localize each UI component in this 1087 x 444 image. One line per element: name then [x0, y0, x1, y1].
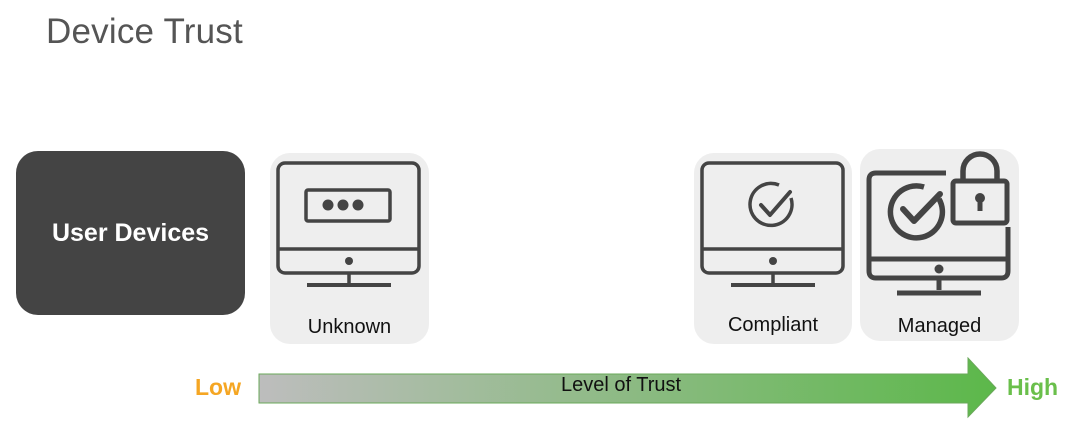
device-card-compliant: Compliant	[694, 153, 852, 344]
device-card-unknown: Unknown	[270, 153, 429, 344]
monitor-check-lock-icon	[866, 151, 1011, 296]
user-devices-box: User Devices	[16, 151, 245, 315]
trust-arrow	[258, 357, 997, 419]
device-label-unknown: Unknown	[307, 316, 392, 338]
high-label: High	[1007, 374, 1059, 400]
device-card-managed: Managed	[860, 149, 1019, 341]
page-title: Device Trust	[46, 12, 243, 51]
monitor-check-icon	[700, 161, 845, 287]
device-label-compliant: Compliant	[727, 314, 819, 336]
low-label: Low	[195, 374, 241, 400]
user-devices-label: User Devices	[51, 218, 210, 247]
monitor-password-icon	[276, 161, 421, 287]
device-label-managed: Managed	[897, 315, 982, 337]
level-of-trust-label: Level of Trust	[560, 374, 682, 396]
